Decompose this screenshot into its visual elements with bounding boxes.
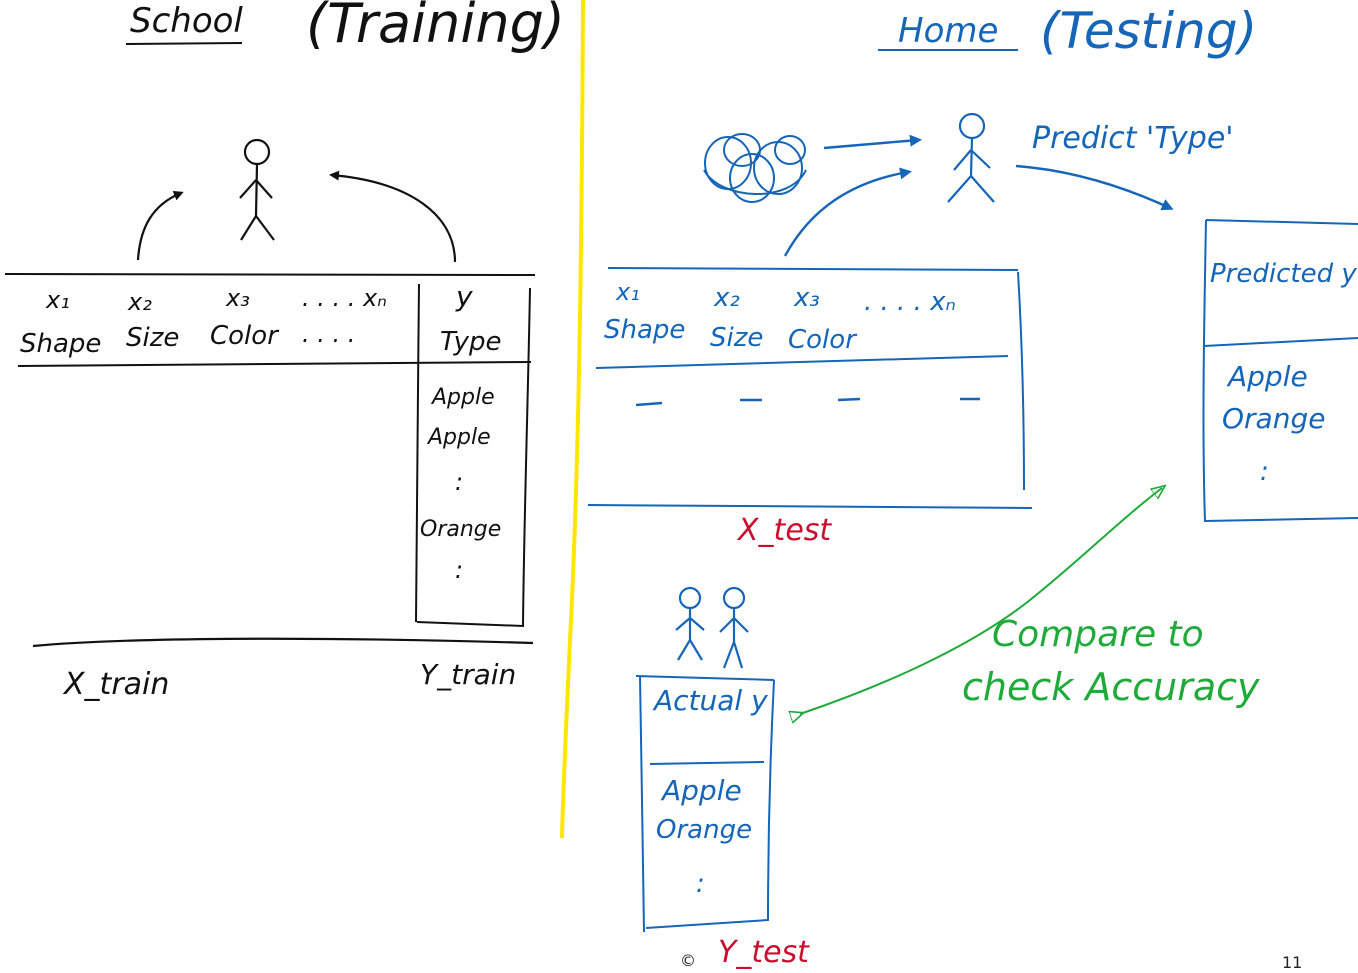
x-test-label: X_test xyxy=(736,513,832,548)
training-heading: School xyxy=(130,1,243,41)
compare-line2: check Accuracy xyxy=(962,665,1260,709)
training-section: School (Training) x₁ Shape x₂ Size x₃ Co… xyxy=(4,0,565,702)
test-data-dashes xyxy=(635,397,980,407)
train-target-value: Orange xyxy=(420,517,501,542)
section-divider xyxy=(560,0,585,839)
features-to-student-arrow xyxy=(136,191,184,261)
predicted-header: Predicted y xyxy=(1210,259,1357,289)
train-feature-var: x₃ xyxy=(225,284,250,312)
testing-section: Home (Testing) Predict 'Type' xyxy=(587,2,1358,970)
predicted-value: Orange xyxy=(1222,402,1325,435)
train-table-header-rule xyxy=(17,361,532,367)
y-test-label: Y_test xyxy=(718,935,810,970)
test-feature-var: . . . . xₙ xyxy=(864,287,956,317)
train-feature-name: Size xyxy=(126,323,179,353)
predicted-value: Apple xyxy=(1226,360,1308,393)
model-to-prediction-arrow xyxy=(1015,164,1174,211)
train-y-column-left xyxy=(415,283,420,623)
test-table-right xyxy=(1017,271,1025,491)
predict-label: Predict 'Type' xyxy=(1032,121,1234,156)
test-table-top xyxy=(607,267,1019,271)
page-number: 11 xyxy=(1282,953,1302,972)
train-feature-name: Shape xyxy=(20,329,101,359)
train-feature-var: x₂ xyxy=(127,288,152,316)
x-train-label: X_train xyxy=(62,667,169,702)
actual-value: Orange xyxy=(656,815,752,845)
train-table-bottom xyxy=(32,637,534,648)
predicted-value: : xyxy=(1260,457,1269,487)
train-target-value: Apple xyxy=(426,425,491,450)
train-target-name: Type xyxy=(440,327,502,357)
xtest-to-model-arrow xyxy=(783,167,912,257)
y-train-label: Y_train xyxy=(420,658,516,691)
training-heading-underline xyxy=(125,42,243,45)
train-feature-var: x₁ xyxy=(45,286,70,314)
train-target-var: y xyxy=(455,280,473,313)
actual-header: Actual y xyxy=(652,684,768,717)
actual-box xyxy=(635,675,775,933)
actual-value: : xyxy=(696,869,705,899)
compare-arrow xyxy=(800,488,1162,714)
test-feature-name: Color xyxy=(788,325,858,355)
test-feature-var: x₃ xyxy=(793,283,820,313)
test-feature-name: Shape xyxy=(604,315,685,345)
testing-heading: Home xyxy=(898,11,998,51)
test-table-bottom xyxy=(587,504,1033,509)
test-feature-var: x₁ xyxy=(615,278,640,306)
train-y-column-right xyxy=(416,287,531,628)
train-target-value: : xyxy=(455,468,463,496)
train-feature-name: . . . . xyxy=(302,320,355,348)
train-table-top xyxy=(4,273,536,276)
train-feature-var: . . . . xₙ xyxy=(302,284,387,312)
compare-line1: Compare to xyxy=(992,614,1204,655)
actual-figures-icon xyxy=(675,586,749,669)
copyright-symbol: © xyxy=(680,951,696,970)
test-feature-name: Size xyxy=(710,323,763,353)
train-target-value: Apple xyxy=(430,385,495,410)
predicted-box xyxy=(1202,219,1358,523)
student-figure-icon xyxy=(239,138,275,241)
training-heading-paren: (Training) xyxy=(306,0,565,55)
fruit-basket-icon xyxy=(703,133,807,203)
actual-value: Apple xyxy=(660,774,742,807)
testing-heading-paren: (Testing) xyxy=(1040,2,1257,60)
test-feature-var: x₂ xyxy=(713,283,740,313)
model-figure-icon xyxy=(947,112,995,203)
labels-to-student-arrow xyxy=(329,170,457,263)
train-feature-name: Color xyxy=(210,321,280,351)
test-table-header-rule xyxy=(595,355,1009,369)
train-target-value: : xyxy=(455,556,463,584)
basket-to-model-arrow xyxy=(823,134,922,150)
